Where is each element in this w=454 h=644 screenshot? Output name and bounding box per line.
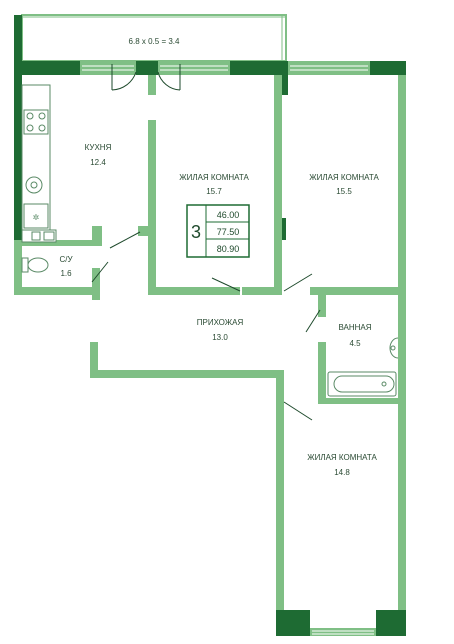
room-living-3: ЖИЛАЯ КОМНАТА 14.8 xyxy=(307,453,377,477)
balcony: 6.8 x 0.5 = 3.4 xyxy=(14,14,287,62)
fridge-icon: ✲ xyxy=(23,203,49,229)
svg-text:✲: ✲ xyxy=(33,213,40,222)
room-area: 13.0 xyxy=(212,333,228,342)
outer-walls xyxy=(14,61,406,636)
room-area: 15.7 xyxy=(206,187,222,196)
washbasin-icon xyxy=(389,337,399,359)
door-swing-icon xyxy=(91,64,321,421)
room-living-2: ЖИЛАЯ КОМНАТА 15.5 xyxy=(309,173,379,196)
room-area: 4.5 xyxy=(349,339,361,348)
room-area: 14.8 xyxy=(334,468,350,477)
room-name: С/У xyxy=(59,255,73,264)
room-kitchen: КУХНЯ 12.4 xyxy=(85,143,112,167)
stove-icon xyxy=(23,109,49,135)
room-name: ЖИЛАЯ КОМНАТА xyxy=(307,453,377,462)
balcony-label: 6.8 x 0.5 = 3.4 xyxy=(129,37,180,46)
window-icon xyxy=(82,65,374,635)
area-with-balcony: 80.90 xyxy=(217,244,240,254)
rooms-count: 3 xyxy=(191,222,201,242)
toilet-icon xyxy=(21,257,49,273)
area-living: 46.00 xyxy=(217,210,240,220)
room-name: ВАННАЯ xyxy=(338,323,371,332)
area-total: 77.50 xyxy=(217,227,240,237)
interior-walls xyxy=(14,75,406,404)
room-name: ЖИЛАЯ КОМНАТА xyxy=(309,173,379,182)
room-wc: С/У 1.6 xyxy=(59,255,73,278)
room-name: ПРИХОЖАЯ xyxy=(197,318,244,327)
room-area: 1.6 xyxy=(60,269,72,278)
sink-icon xyxy=(25,176,43,194)
bathtub-icon xyxy=(327,371,397,397)
room-area: 12.4 xyxy=(90,158,106,167)
kitchen-fixtures: ✲ xyxy=(21,84,57,243)
room-area: 15.5 xyxy=(336,187,352,196)
room-name: КУХНЯ xyxy=(85,143,112,152)
room-name: ЖИЛАЯ КОМНАТА xyxy=(179,173,249,182)
room-living-1: ЖИЛАЯ КОМНАТА 15.7 xyxy=(179,173,249,196)
structural-columns xyxy=(14,61,406,636)
room-bath: ВАННАЯ 4.5 xyxy=(338,323,371,348)
area-badge: 3 46.00 77.50 80.90 xyxy=(186,204,250,258)
room-hall: ПРИХОЖАЯ 13.0 xyxy=(197,318,244,342)
